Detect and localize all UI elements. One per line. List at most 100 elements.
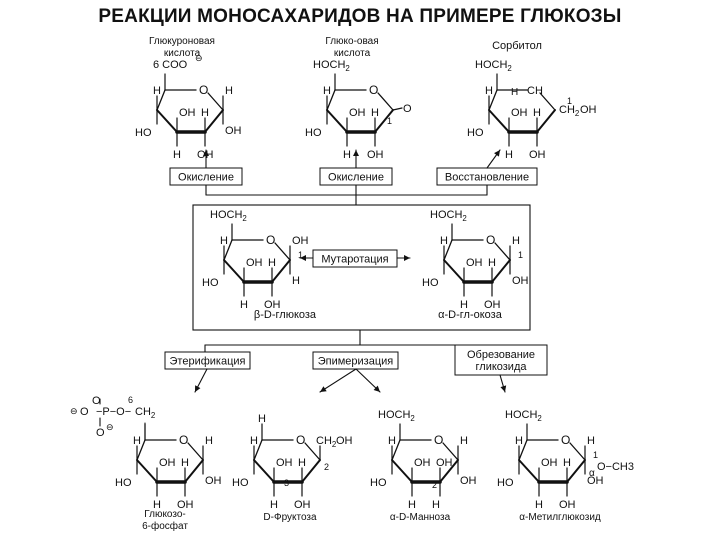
sorbitol-name: Сорбитол bbox=[492, 40, 542, 52]
ring-bond bbox=[488, 109, 510, 133]
atom-label: OH bbox=[512, 275, 529, 287]
ring-bond bbox=[156, 109, 178, 133]
atom-ho-label: HO bbox=[305, 127, 322, 139]
ring-bond bbox=[518, 439, 528, 461]
methoxy-label: O−CH3 bbox=[597, 461, 634, 473]
atom-h-label: H bbox=[485, 85, 493, 97]
atom-h-label: H bbox=[515, 435, 523, 447]
atom-label: OH bbox=[264, 299, 281, 311]
atom-h-label: H bbox=[173, 149, 181, 161]
ring-bond bbox=[253, 459, 275, 483]
ring-bond bbox=[566, 459, 586, 483]
atom-label: H bbox=[268, 257, 276, 269]
atom-label: OH bbox=[460, 475, 477, 487]
atom-h-label: H bbox=[270, 499, 278, 511]
atom-h-label: H bbox=[153, 85, 161, 97]
ring-bond bbox=[491, 259, 511, 283]
arrow-head bbox=[494, 150, 500, 157]
carbon-number-label: 6 bbox=[128, 395, 133, 405]
ring-bond bbox=[326, 89, 336, 111]
atom-label: OH bbox=[587, 475, 604, 487]
atom-ho-label: HO bbox=[232, 477, 249, 489]
ring-bond bbox=[223, 239, 233, 261]
central-frame bbox=[192, 204, 531, 331]
atom-ho-label: HO bbox=[135, 127, 152, 139]
atom-label: OH bbox=[276, 457, 293, 469]
phosphate-oxygen-label: O bbox=[96, 427, 105, 439]
carbon-number-label: 2 bbox=[324, 462, 329, 472]
beta-glucose-label: β-D-глюкоза bbox=[254, 309, 317, 321]
ring-bond bbox=[187, 442, 204, 461]
hoch2-label: HOCH2 bbox=[210, 209, 247, 223]
arrow-head bbox=[195, 385, 201, 392]
charge-label: ⊖ bbox=[195, 53, 203, 63]
fructose-name: D-Фруктоза bbox=[263, 512, 317, 523]
atom-label: H bbox=[533, 107, 541, 119]
mannose-name: α-D-Манноза bbox=[390, 512, 451, 523]
arrow-head bbox=[353, 150, 359, 156]
carboxylate-label: 6 COO bbox=[153, 59, 188, 71]
glycoside-formation-label: гликозида bbox=[476, 361, 528, 373]
hoch2-label: HOCH2 bbox=[313, 59, 350, 73]
phosphate-oxygen-label: O bbox=[92, 395, 101, 407]
arrow-head bbox=[373, 385, 380, 392]
page-title: РЕАКЦИИ МОНОСАХАРИДОВ НА ПРИМЕРЕ ГЛЮКОЗЫ bbox=[98, 6, 622, 27]
ring-oxygen-label: O bbox=[486, 233, 495, 247]
atom-label: H bbox=[298, 457, 306, 469]
carbon-number-label: 1 bbox=[387, 116, 392, 126]
carbonyl-bond bbox=[392, 107, 403, 111]
atom-label: OH bbox=[246, 257, 263, 269]
hoch2-label: HOCH2 bbox=[430, 209, 467, 223]
atom-ho-label: HO bbox=[467, 127, 484, 139]
atom-label: H bbox=[563, 457, 571, 469]
atom-h-label: H bbox=[535, 499, 543, 511]
ring-bond bbox=[536, 109, 556, 133]
atom-label: H bbox=[432, 499, 440, 511]
atom-h-label: H bbox=[220, 235, 228, 247]
atom-label: H bbox=[292, 275, 300, 287]
glycoside-formation-box bbox=[454, 344, 548, 376]
ring-bond bbox=[326, 109, 348, 133]
ring-bond bbox=[443, 239, 453, 261]
carbon-number-label: 1 bbox=[567, 96, 572, 106]
oh-label: OH bbox=[580, 104, 597, 116]
ring-bond bbox=[488, 89, 498, 111]
ring-oxygen-label: O bbox=[434, 433, 443, 447]
ring-oxygen-label: O bbox=[199, 83, 208, 97]
ring-bond bbox=[204, 109, 224, 133]
carbonyl-oxygen-label: O bbox=[403, 103, 412, 115]
atom-label: H bbox=[181, 457, 189, 469]
atom-h-label: H bbox=[258, 413, 266, 425]
hoch2-label: HOCH2 bbox=[378, 409, 415, 423]
glycoside-formation-label: Обрезование bbox=[467, 349, 535, 361]
ring-bond bbox=[156, 89, 166, 111]
g6p-name: Глюкозо- bbox=[144, 509, 186, 520]
ring-bond bbox=[274, 242, 291, 261]
atom-ho-label: HO bbox=[422, 277, 439, 289]
ring-bond bbox=[301, 459, 321, 483]
atom-h-label: H bbox=[153, 499, 161, 511]
ring-bond bbox=[184, 459, 204, 483]
arrow-head bbox=[300, 255, 306, 261]
arrow-head bbox=[500, 385, 507, 392]
atom-h-label: H bbox=[505, 149, 513, 161]
phosphate-oxygen-label: O bbox=[80, 406, 89, 418]
carbon-number-label: 1 bbox=[593, 450, 598, 460]
atom-h-label: H bbox=[343, 149, 351, 161]
atom-label: OH bbox=[466, 257, 483, 269]
arrow-to-fructose bbox=[319, 368, 357, 393]
reduction-label: Восстановление bbox=[445, 172, 529, 184]
ring-oxygen-label: O bbox=[561, 433, 570, 447]
atom-label: OH bbox=[414, 457, 431, 469]
mutarotation-label: Мутаротация bbox=[321, 254, 388, 266]
ch-label: CH bbox=[527, 85, 543, 97]
ring-bond bbox=[136, 459, 158, 483]
esterification-label: Этерификация bbox=[170, 356, 246, 368]
ring-bond bbox=[439, 459, 459, 483]
oxidation-1-label: Окисление bbox=[178, 172, 234, 184]
atom-label: OH bbox=[179, 107, 196, 119]
ring-bond bbox=[442, 442, 459, 461]
carbon-number-label: 2 bbox=[432, 480, 437, 490]
atom-ho-label: HO bbox=[202, 277, 219, 289]
ring-bond bbox=[539, 92, 556, 111]
